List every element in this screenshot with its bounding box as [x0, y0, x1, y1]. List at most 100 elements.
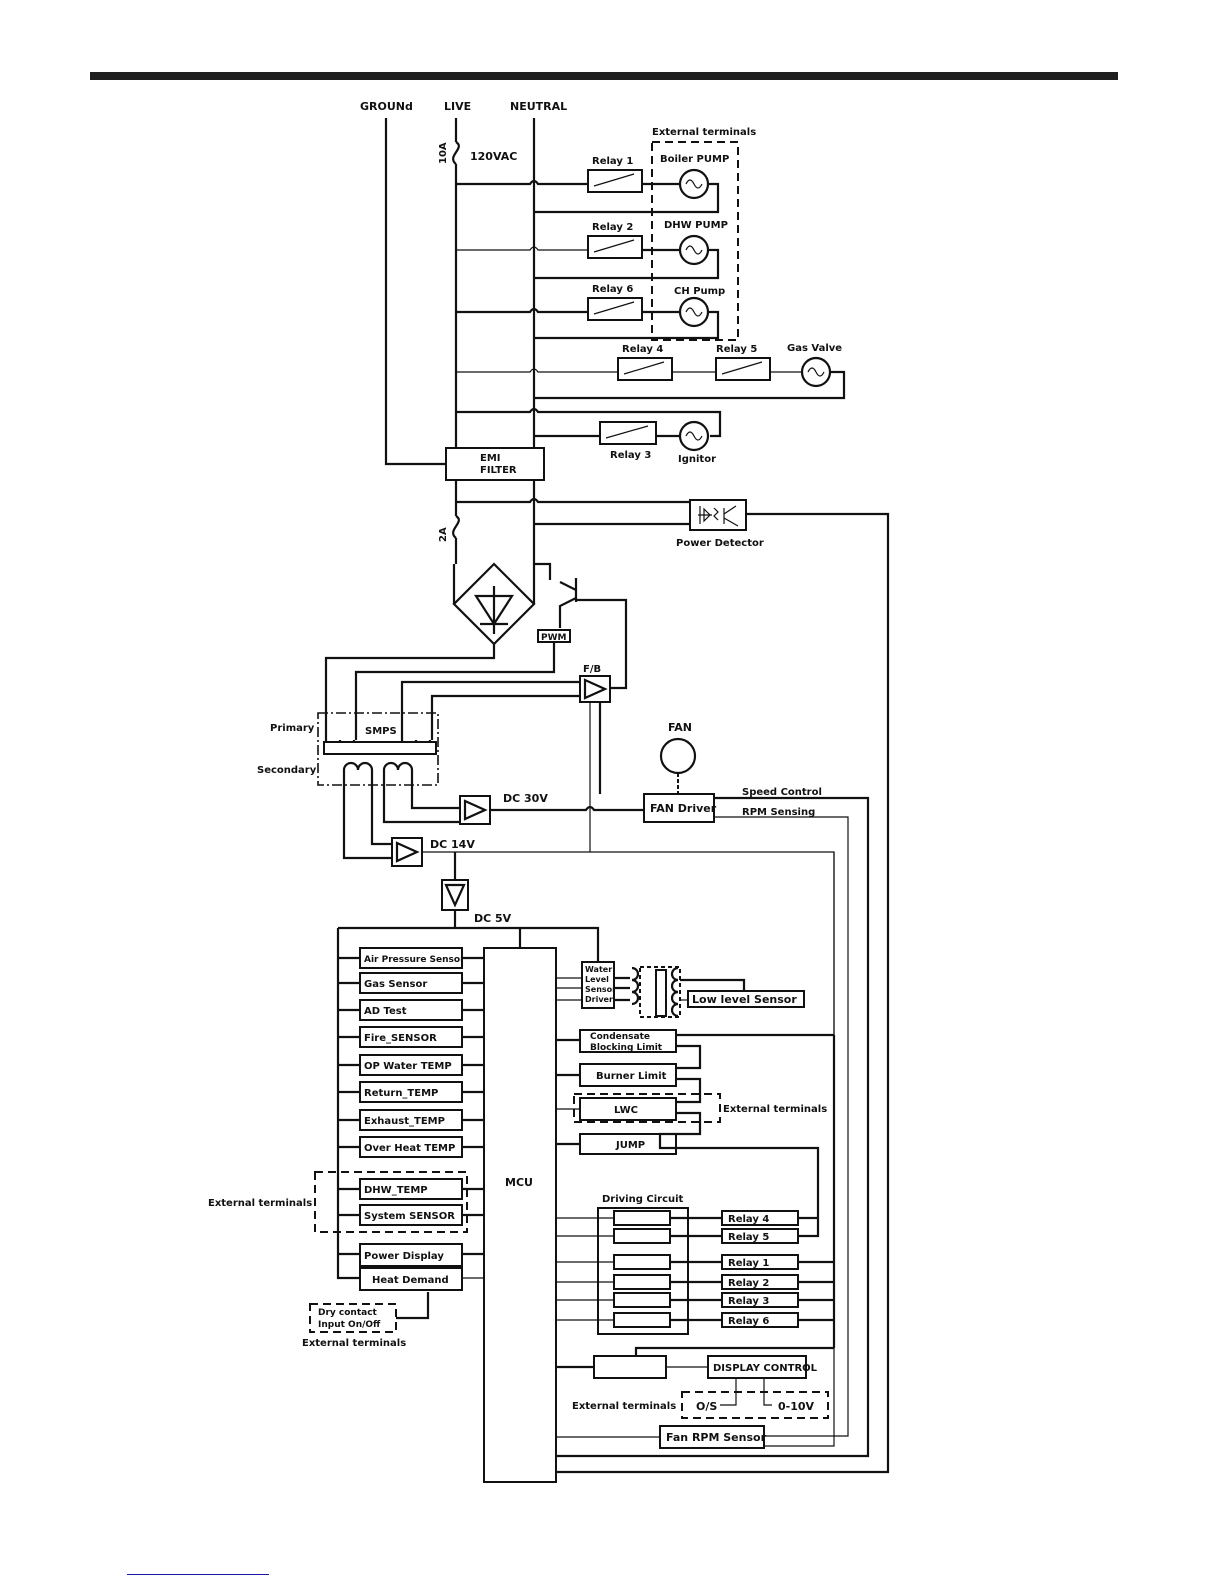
driver-channel-box [613, 1210, 671, 1226]
dc30-regulator-icon [463, 799, 488, 821]
sensor-box [359, 1109, 463, 1131]
control-input-label: Power Display [364, 1251, 444, 1262]
driver-relay-label: Relay 4 [728, 1214, 769, 1225]
sensor-box [359, 972, 463, 994]
external-sensor-label: DHW_TEMP [364, 1185, 428, 1196]
display-external-box [681, 1391, 829, 1419]
burner-limit-label: Burner Limit [596, 1071, 667, 1082]
fan-rpm-sensor-label: Fan RPM Sensor [666, 1431, 767, 1444]
gas-relay-5-label: Relay 5 [716, 344, 757, 355]
limit-input-wires [556, 1038, 580, 1146]
display-interface-box [593, 1355, 667, 1379]
dry-contact-label-2: Input On/Off [318, 1320, 381, 1330]
dc5-regulator-icon [444, 883, 466, 908]
boiler-pump-branch [456, 168, 720, 214]
gas-valve-branch [456, 356, 846, 400]
footer-link-underline[interactable] [127, 1574, 269, 1575]
water-level-driver-line-4: Driver [585, 995, 613, 1004]
smps-box [317, 712, 439, 786]
pumps-external-terminals-box [651, 141, 739, 341]
ch-pump-label: CH Pump [674, 286, 725, 297]
sensor-box [359, 999, 463, 1021]
dry-contact-external-label: External terminals [302, 1338, 406, 1349]
driver-channel-box [613, 1292, 671, 1308]
power-detector-live-wire [456, 497, 690, 504]
sensor-box [359, 1136, 463, 1158]
dhw-pump-label: DHW PUMP [664, 220, 728, 231]
external-sensor-box [359, 1178, 463, 1200]
driver-channel-box [613, 1312, 671, 1328]
control-input-label: Heat Demand [372, 1275, 449, 1286]
driver-relay-label: Relay 5 [728, 1232, 769, 1243]
feedback-label: F/B [583, 664, 601, 675]
external-sensor-label: System SENSOR [364, 1211, 455, 1222]
fuse-10a-label: 10A [438, 142, 449, 164]
control-input-box [359, 1267, 463, 1291]
low-level-sensor-wire-a [680, 978, 746, 992]
sensor-label: Gas Sensor [364, 979, 427, 990]
relay-6-label: Relay 6 [592, 284, 633, 295]
rpm-sensing-label: RPM Sensing [742, 807, 815, 818]
fan-label: FAN [668, 721, 692, 734]
display-interface-bus-wire [634, 1346, 834, 1356]
water-level-driver-box [581, 961, 615, 1009]
page-header-rule [90, 72, 1118, 80]
primary-wire-1 [324, 644, 496, 740]
external-sensors-box [314, 1171, 468, 1233]
dhw-pump-branch [456, 234, 720, 280]
dc14-label: DC 14V [430, 838, 475, 851]
lwc-external-label: External terminals [723, 1104, 827, 1115]
low-level-sensor-box [687, 990, 805, 1008]
sensor-label: Over Heat TEMP [364, 1143, 455, 1154]
boiler-pump-label: Boiler PUMP [660, 154, 729, 165]
voltage-label: 120VAC [470, 150, 517, 163]
sensor-label: Return_TEMP [364, 1088, 438, 1099]
feedback-amplifier-icon [583, 678, 608, 700]
pumps-external-terminals-label: External terminals [652, 127, 756, 138]
rpm-sensing-wire [714, 816, 849, 1437]
secondary-coil-2-icon [382, 761, 414, 771]
water-level-driver-wires [556, 977, 582, 1001]
ch-pump-branch [456, 296, 720, 340]
lwc-external-box [573, 1093, 721, 1123]
dc30-input-wires [382, 770, 460, 824]
driver-relay-label: Relay 6 [728, 1316, 769, 1327]
water-level-coil-2-icon [670, 966, 679, 1018]
dc14-regulator-icon [395, 841, 420, 863]
speed-control-wire [556, 796, 870, 1458]
low-level-sensor-label: Low level Sensor [692, 993, 797, 1006]
analog-terminal-label: 0-10V [778, 1400, 815, 1413]
emi-filter-box [445, 447, 545, 481]
fan-driver-label: FAN Driver [650, 802, 717, 815]
ignitor-label: Ignitor [678, 454, 716, 465]
water-level-core [655, 969, 667, 1017]
limit-chain-wires [658, 1033, 834, 1150]
driver-relay-label: Relay 1 [728, 1258, 769, 1269]
condensate-label-1: Condensate [590, 1032, 650, 1042]
secondary-coil-1-icon [342, 761, 374, 771]
driver-channel-box [613, 1228, 671, 1244]
dry-contact-wire [396, 1292, 430, 1320]
ground-label: GROUNd [360, 100, 413, 113]
secondary-label: Secondary [257, 765, 317, 776]
sensor-label: AD Test [364, 1006, 407, 1017]
mcu-label: MCU [505, 1176, 533, 1189]
display-control-box [707, 1355, 807, 1379]
relay-3-label: Relay 3 [610, 450, 651, 461]
power-detector-signal-wire [556, 512, 890, 1474]
condensate-label-2: Blocking Limit [590, 1043, 663, 1053]
water-level-coil-1-icon [631, 966, 640, 1006]
sensor-label: OP Water TEMP [364, 1061, 452, 1072]
primary-wire-3 [400, 680, 580, 740]
control-input-box [359, 1243, 463, 1267]
dry-contact-box [309, 1303, 397, 1333]
driver-relay-label: Relay 2 [728, 1278, 769, 1289]
fan-icon [659, 737, 697, 775]
water-level-transformer-box [639, 966, 681, 1018]
relay-2-label: Relay 2 [592, 222, 633, 233]
mcu-box [483, 947, 557, 1483]
display-external-label: External terminals [572, 1401, 676, 1412]
dc30-label: DC 30V [503, 792, 548, 805]
